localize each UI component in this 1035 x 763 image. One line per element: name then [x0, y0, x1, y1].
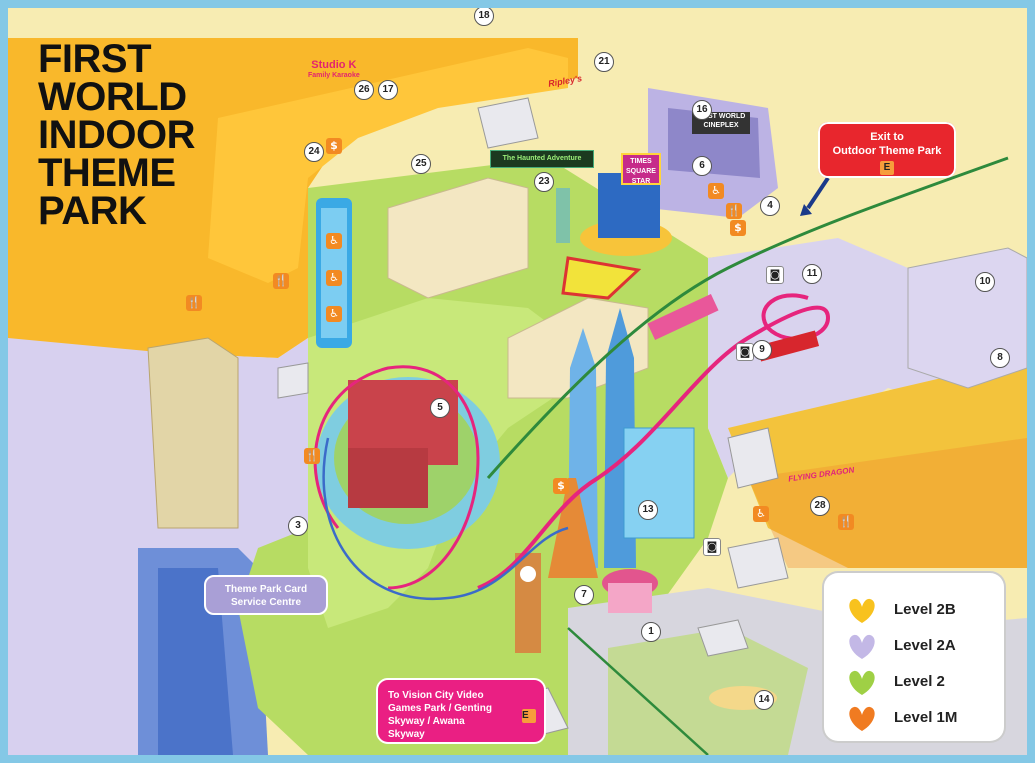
- legend-label: Level 2B: [894, 601, 956, 618]
- legend-label: Level 2: [894, 673, 945, 690]
- marker-13[interactable]: 13: [638, 500, 658, 520]
- restroom-icon[interactable]: ♿: [753, 506, 769, 522]
- money-changer-icon[interactable]: $: [553, 478, 569, 494]
- marker-9[interactable]: 9: [752, 340, 772, 360]
- title-line: FIRST: [38, 37, 152, 81]
- vision-city-exit-box[interactable]: To Vision City Video Games Park / Gentin…: [376, 678, 546, 744]
- food-icon[interactable]: 🍴: [186, 295, 202, 311]
- marker-11[interactable]: 11: [802, 264, 822, 284]
- card-line1: Theme Park Card: [224, 584, 308, 595]
- leaf-icon: [849, 670, 875, 695]
- level-legend: Level 2B Level 2A Level 2 Level 1M: [824, 573, 1004, 741]
- skyway-line: [486, 156, 1009, 479]
- theme-park-map: FIRST WORLD INDOOR THEME PARK Studio K F…: [8, 8, 1027, 755]
- leaf-icon: [849, 634, 875, 659]
- vision-line1: To Vision City Video: [388, 690, 484, 701]
- exit-badge: E: [880, 161, 894, 175]
- photo-icon[interactable]: ◙: [766, 266, 784, 284]
- restroom-icon[interactable]: ♿: [326, 270, 342, 286]
- vision-line3: Skyway / Awana: [388, 716, 465, 727]
- marker-7[interactable]: 7: [574, 585, 594, 605]
- marker-6[interactable]: 6: [692, 156, 712, 176]
- marker-21[interactable]: 21: [594, 52, 614, 72]
- studio-k-sub: Family Karaoke: [308, 72, 360, 79]
- restroom-icon[interactable]: ♿: [326, 306, 342, 322]
- title-line: WORLD: [38, 75, 187, 119]
- title-line: THEME: [38, 151, 176, 195]
- level-2a-area: [8, 338, 328, 755]
- exit-line1: Exit to: [870, 131, 904, 143]
- card-line2: Service Centre: [230, 597, 302, 608]
- restroom-icon[interactable]: ♿: [708, 183, 724, 199]
- monorail-track: [477, 293, 831, 590]
- photo-icon[interactable]: ◙: [703, 538, 721, 556]
- money-changer-icon[interactable]: $: [730, 220, 746, 236]
- title-line: PARK: [38, 189, 147, 233]
- leaf-icon: [849, 706, 875, 731]
- money-changer-icon[interactable]: $: [326, 138, 342, 154]
- food-icon[interactable]: 🍴: [273, 273, 289, 289]
- marker-26[interactable]: 26: [354, 80, 374, 100]
- marker-10[interactable]: 10: [975, 272, 995, 292]
- food-icon[interactable]: 🍴: [726, 203, 742, 219]
- map-title: FIRST WORLD INDOOR THEME PARK: [38, 37, 196, 233]
- marker-5[interactable]: 5: [430, 398, 450, 418]
- legend-label: Level 2A: [894, 637, 956, 654]
- food-icon[interactable]: 🍴: [838, 514, 854, 530]
- marker-24[interactable]: 24: [304, 142, 324, 162]
- exit-outdoor-box[interactable]: Exit to Outdoor Theme Park E: [818, 122, 956, 178]
- marker-1[interactable]: 1: [641, 622, 661, 642]
- marker-17[interactable]: 17: [378, 80, 398, 100]
- marker-23[interactable]: 23: [534, 172, 554, 192]
- marker-18[interactable]: 18: [474, 8, 494, 26]
- restroom-icon[interactable]: ♿: [326, 233, 342, 249]
- leaf-icon: [849, 598, 875, 623]
- haunted-adventure-sign[interactable]: The Haunted Adventure: [490, 150, 594, 168]
- times-square-sign[interactable]: TIMES SQUARE STAR: [621, 153, 661, 185]
- marker-25[interactable]: 25: [411, 154, 431, 174]
- marker-8[interactable]: 8: [990, 348, 1010, 368]
- studio-k-name: Studio K: [311, 59, 357, 71]
- food-icon[interactable]: 🍴: [304, 448, 320, 464]
- eiffel-tower: [548, 478, 598, 578]
- theme-park-card-service[interactable]: Theme Park Card Service Centre: [204, 575, 328, 615]
- marker-16[interactable]: 16: [692, 100, 712, 120]
- marker-28[interactable]: 28: [810, 496, 830, 516]
- exit-line2: Outdoor Theme Park: [832, 145, 942, 157]
- marker-3[interactable]: 3: [288, 516, 308, 536]
- vision-line4: Skyway: [388, 729, 425, 740]
- marker-4[interactable]: 4: [760, 196, 780, 216]
- vision-line2: Games Park / Genting: [388, 703, 492, 714]
- marker-14[interactable]: 14: [754, 690, 774, 710]
- vision-badge: E: [522, 709, 536, 723]
- title-line: INDOOR: [38, 113, 196, 157]
- studio-k-label[interactable]: Studio K Family Karaoke: [308, 60, 360, 80]
- legend-label: Level 1M: [894, 709, 958, 726]
